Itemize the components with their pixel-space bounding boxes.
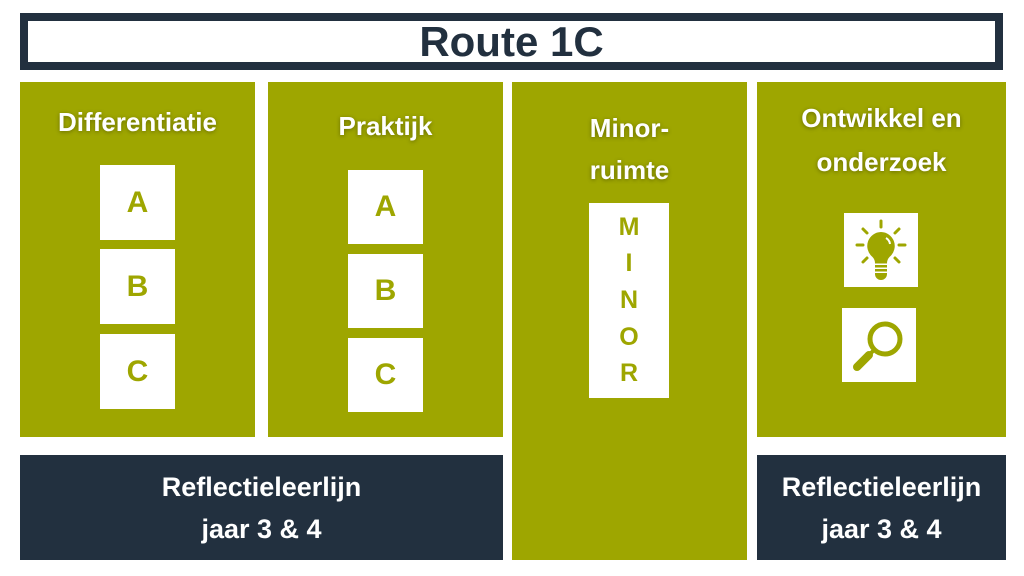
minor-letter: I	[625, 249, 633, 278]
column-differentiatie: Differentiatie A B C	[20, 82, 255, 437]
item-c: C	[348, 338, 423, 412]
bar-line2: jaar 3 & 4	[201, 513, 322, 544]
reflectieleerlijn-bar-left: Reflectieleerlijn jaar 3 & 4	[20, 455, 503, 560]
column-heading: Differentiatie	[58, 107, 217, 137]
item-a: A	[348, 170, 423, 244]
item-b: B	[100, 249, 175, 324]
column-heading: Praktijk	[338, 111, 433, 141]
item-c: C	[100, 334, 175, 409]
magnifier-icon	[842, 308, 916, 382]
column-heading-line1: Minor-	[589, 113, 670, 143]
minor-letter: M	[618, 212, 640, 241]
reflectieleerlijn-bar-right: Reflectieleerlijn jaar 3 & 4	[757, 455, 1006, 560]
page-title: Route 1C	[20, 13, 1003, 70]
minor-letter: R	[619, 359, 639, 388]
column-minorruimte: Minor- ruimte M I N O R	[512, 82, 747, 560]
bar-line1: Reflectieleerlijn	[161, 471, 362, 502]
minor-letter: O	[619, 322, 639, 351]
column-heading-line1: Ontwikkel en	[801, 103, 962, 133]
item-a: A	[100, 165, 175, 240]
bar-line1: Reflectieleerlijn	[781, 471, 982, 502]
lightbulb-icon	[844, 213, 918, 287]
minor-letter: N	[619, 285, 639, 314]
column-heading-line2: onderzoek	[816, 147, 947, 177]
column-praktijk: Praktijk A B C	[268, 82, 503, 437]
item-b: B	[348, 254, 423, 328]
minor-box: M I N O R	[589, 203, 669, 398]
column-heading-line2: ruimte	[589, 155, 670, 185]
bar-line2: jaar 3 & 4	[821, 513, 942, 544]
column-ontwikkel-onderzoek: Ontwikkel en onderzoek	[757, 82, 1006, 437]
